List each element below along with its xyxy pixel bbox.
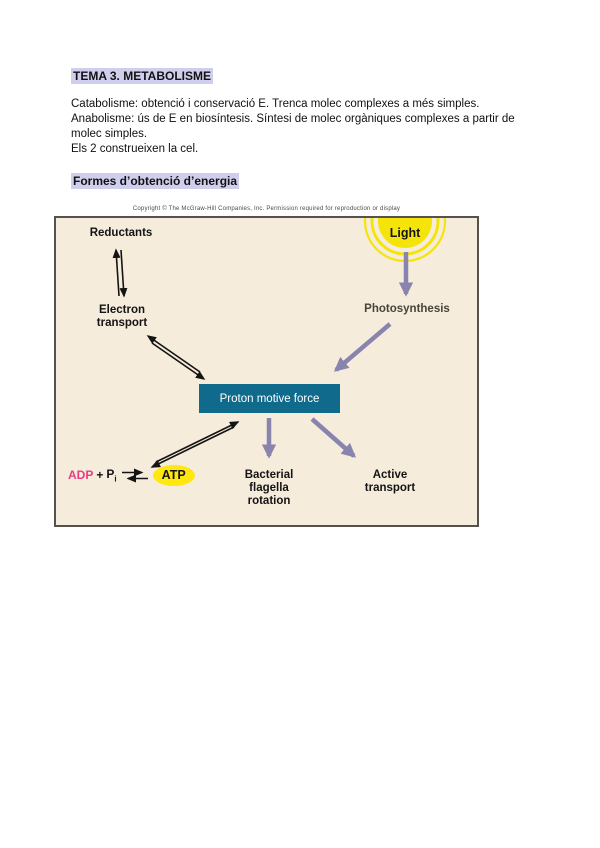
adp-atp-equation: ADP + Pi ATP <box>68 462 195 488</box>
arrow-pmf-to-electron-transport <box>146 335 201 373</box>
diagram-arrows-graphic <box>112 218 447 468</box>
paragraph-line: Els 2 construeixen la cel. <box>71 143 199 155</box>
label-electron-transport: Electron transport <box>96 304 148 329</box>
label-active-transport: Active transport <box>364 469 416 494</box>
page-title-text: TEMA 3. METABOLISME <box>71 68 213 84</box>
intro-paragraph: Catabolisme: obtenció i conservació E. T… <box>71 97 515 157</box>
arrow-up-reductants <box>112 248 121 297</box>
label-light: Light <box>389 226 421 240</box>
proton-motive-force-label: Proton motive force <box>219 392 320 405</box>
equilibrium-arrows-icon <box>121 468 148 482</box>
arrow-pmf-to-atp <box>150 426 235 468</box>
diagram-canvas: Reductants Light Electron transport Phot… <box>54 216 479 527</box>
section-heading: Formes d’obtenció d’energia <box>71 173 240 189</box>
paragraph-line: Catabolisme: obtenció i conservació E. T… <box>71 98 480 110</box>
arrow-down-electron-transport <box>119 249 128 298</box>
figure: Copyright © The McGraw-Hill Companies, I… <box>54 205 479 527</box>
proton-motive-force-box: Proton motive force <box>199 384 340 413</box>
figure-copyright: Copyright © The McGraw-Hill Companies, I… <box>132 206 401 212</box>
arrow-atp-to-pmf <box>155 421 240 463</box>
label-p-subscript: i <box>114 474 117 484</box>
label-pi: Pi <box>106 467 116 483</box>
arrow-electron-transport-to-pmf <box>151 342 206 380</box>
arrow-pmf-to-active-transport <box>310 417 357 458</box>
section-heading-text: Formes d’obtenció d’energia <box>71 173 240 189</box>
label-bacterial-flagella-rotation: Bacterial flagella rotation <box>244 469 294 507</box>
plus-sign: + <box>96 468 104 482</box>
reversible-arrows <box>112 248 240 468</box>
atp-badge: ATP <box>152 464 195 486</box>
paragraph-line: Anabolisme: ús de E en biosíntesis. Sínt… <box>71 113 515 125</box>
purple-arrows <box>261 252 414 459</box>
label-reductants: Reductants <box>89 227 153 239</box>
page-title: TEMA 3. METABOLISME <box>71 68 213 84</box>
paragraph-line: molec simples. <box>71 128 148 140</box>
label-photosynthesis: Photosynthesis <box>364 303 450 315</box>
label-p: P <box>106 466 115 481</box>
label-adp: ADP <box>68 468 94 482</box>
arrow-photosynthesis-to-pmf <box>333 322 392 372</box>
